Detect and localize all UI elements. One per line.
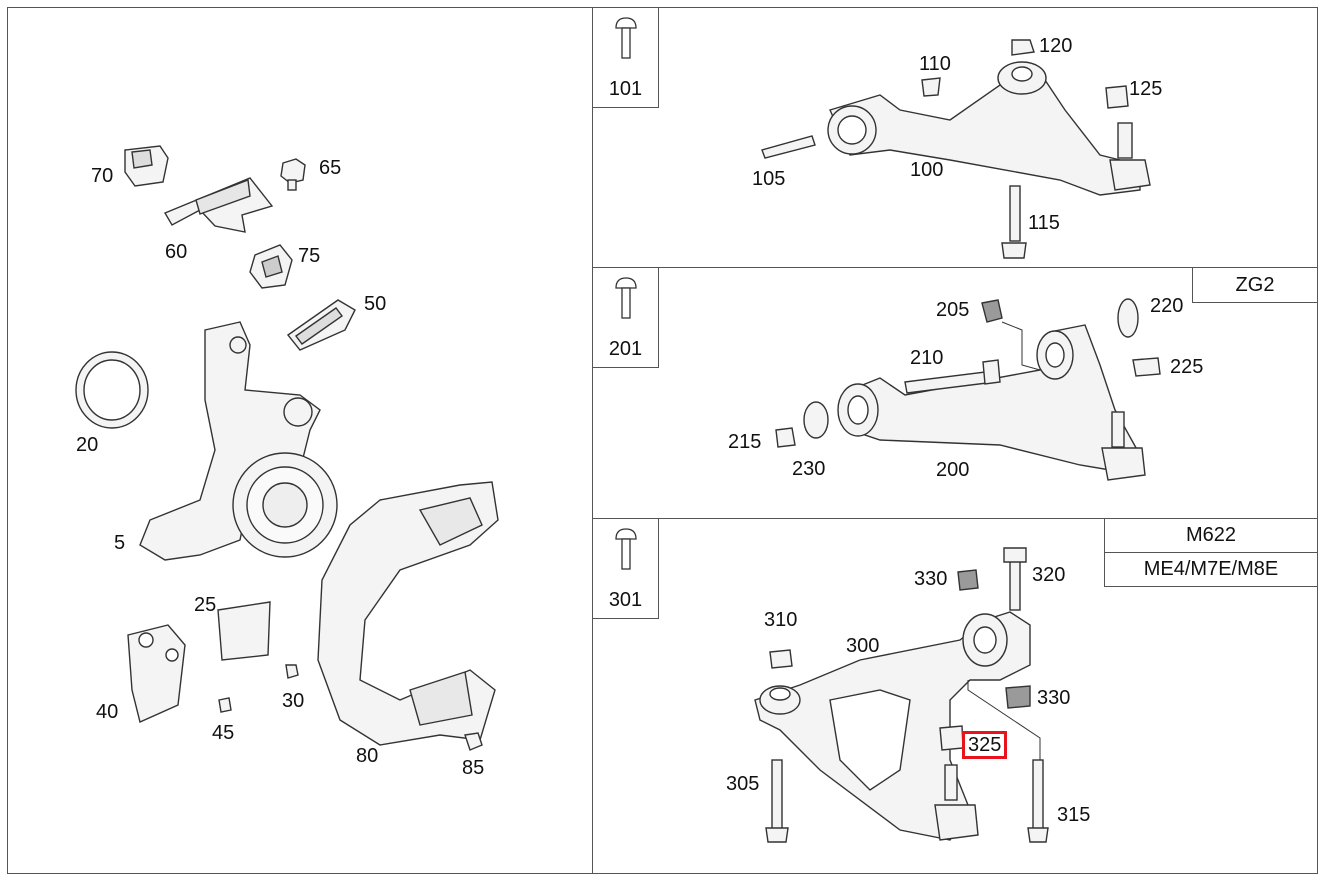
part-label-215[interactable]: 215 [728,431,762,453]
part-label-85[interactable]: 85 [462,757,485,779]
group-icon-label: 101 [608,78,643,100]
group-icon-201[interactable]: 201 [592,267,659,368]
part-label-70[interactable]: 70 [91,165,114,187]
part-label-310[interactable]: 310 [764,609,798,631]
part-label-120[interactable]: 120 [1039,35,1073,57]
group-icon-label: 201 [608,338,643,360]
bolt-icon [615,277,637,319]
part-label-110[interactable]: 110 [919,53,951,75]
part-label-20[interactable]: 20 [76,434,99,456]
part-label-40[interactable]: 40 [96,701,119,723]
variant-badge-m622: M622 [1104,518,1318,553]
group-icon-label: 301 [608,589,643,611]
part-label-80[interactable]: 80 [356,745,379,767]
part-label-315[interactable]: 315 [1057,804,1091,826]
variant-badge-zg2: ZG2 [1192,267,1318,303]
part-label-25[interactable]: 25 [194,594,217,616]
part-label-220[interactable]: 220 [1150,295,1184,317]
bolt-icon [615,17,637,59]
variant-badge-me4-m7e-m8e: ME4/M7E/M8E [1104,552,1318,587]
part-label-200[interactable]: 200 [936,459,970,481]
part-label-115[interactable]: 115 [1028,212,1060,234]
part-label-210[interactable]: 210 [910,347,944,369]
part-label-65[interactable]: 65 [319,157,342,179]
part-label-330-top[interactable]: 330 [914,568,948,590]
part-label-60[interactable]: 60 [165,241,188,263]
group-icon-301[interactable]: 301 [592,518,659,619]
part-label-75[interactable]: 75 [298,245,321,267]
diagram-frame [7,7,1318,874]
part-label-205[interactable]: 205 [936,299,970,321]
group-icon-101[interactable]: 101 [592,7,659,108]
part-label-5[interactable]: 5 [114,532,126,554]
part-label-320[interactable]: 320 [1032,564,1066,586]
part-label-330-bottom[interactable]: 330 [1037,687,1071,709]
panel-divider-2 [592,518,1318,519]
part-label-45[interactable]: 45 [212,722,235,744]
part-label-100[interactable]: 100 [910,159,944,181]
part-label-230[interactable]: 230 [792,458,826,480]
bolt-icon [615,528,637,570]
panel-divider-1 [592,267,1318,268]
part-label-225[interactable]: 225 [1170,356,1204,378]
part-label-300[interactable]: 300 [846,635,880,657]
part-label-105[interactable]: 105 [752,168,786,190]
part-label-125[interactable]: 125 [1129,78,1163,100]
part-label-305[interactable]: 305 [726,773,760,795]
part-label-325-highlighted[interactable]: 325 [961,731,1008,759]
part-label-30[interactable]: 30 [282,690,305,712]
panel-divider-vertical [592,7,593,874]
part-label-50[interactable]: 50 [364,293,387,315]
